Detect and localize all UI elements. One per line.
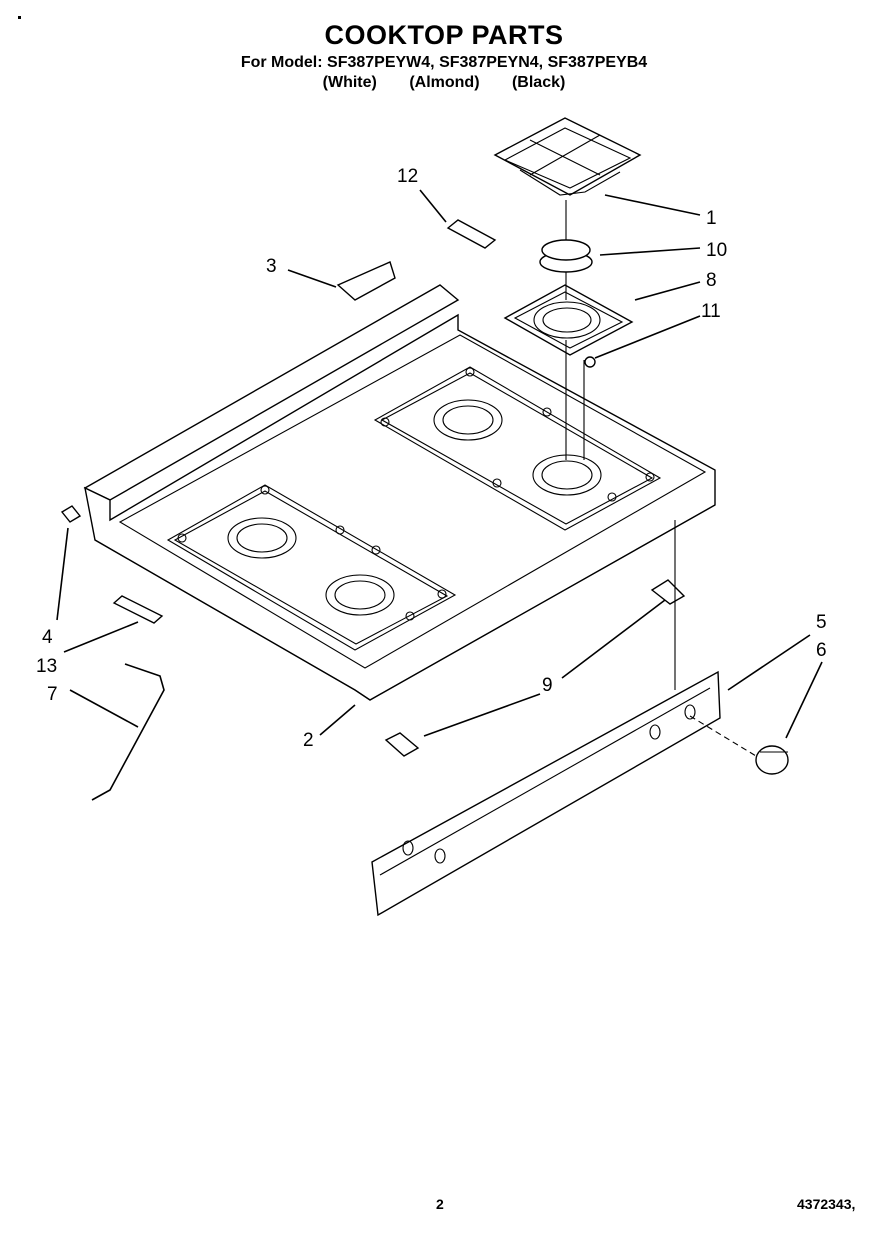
callout-10: 10 xyxy=(706,240,727,261)
callout-13: 13 xyxy=(36,656,57,677)
callout-12: 12 xyxy=(397,166,418,187)
spring-clip xyxy=(384,579,686,757)
callout-4: 4 xyxy=(42,627,53,648)
hinge-clip xyxy=(60,505,82,523)
callout-11: 11 xyxy=(701,301,721,322)
model-list: For Model: SF387PEYW4, SF387PEYN4, SF387… xyxy=(240,54,648,71)
callout-2: 2 xyxy=(303,730,314,751)
wire-rod xyxy=(91,663,165,801)
document-number: 4372343, xyxy=(797,1196,856,1212)
clip xyxy=(446,219,497,249)
trim-ring xyxy=(503,284,634,356)
corner-mark xyxy=(18,16,21,19)
leader-lines xyxy=(56,189,823,739)
callout-5: 5 xyxy=(816,612,827,633)
color-list: (White) (Almond) (Black) xyxy=(0,74,888,92)
color-almond: (Almond) xyxy=(409,74,480,91)
color-black: (Black) xyxy=(511,74,566,91)
burner-grate xyxy=(493,117,642,196)
callout-8: 8 xyxy=(706,270,717,291)
cooktop-panel xyxy=(83,284,716,701)
screw xyxy=(584,356,596,368)
page-title: COOKTOP PARTS xyxy=(324,20,564,50)
page-number: 2 xyxy=(436,1196,444,1212)
callout-7: 7 xyxy=(47,684,58,705)
control-knob xyxy=(689,715,789,775)
burner-cap xyxy=(539,239,593,273)
bracket xyxy=(336,261,396,301)
callout-labels: 1 2 3 4 5 6 7 8 9 10 11 12 13 xyxy=(36,166,827,751)
callout-9: 9 xyxy=(542,675,553,696)
callout-6: 6 xyxy=(816,640,827,661)
callout-1: 1 xyxy=(706,208,717,229)
callout-3: 3 xyxy=(266,256,277,277)
control-panel xyxy=(371,670,721,917)
color-white: (White) xyxy=(322,74,377,91)
plate xyxy=(112,595,164,624)
